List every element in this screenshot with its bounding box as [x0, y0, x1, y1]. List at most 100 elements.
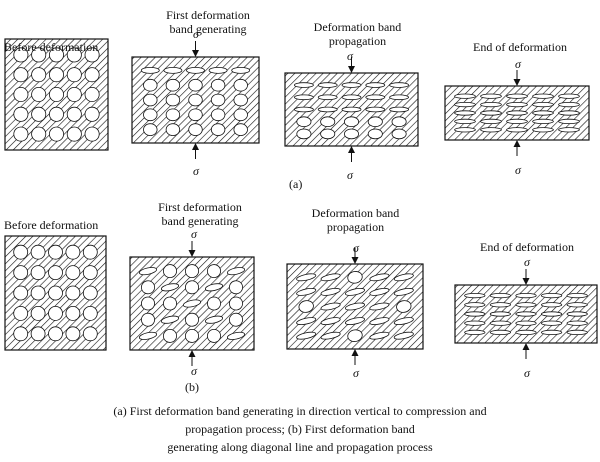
pore-b3	[393, 317, 414, 325]
pore-b4	[515, 320, 537, 326]
pore-a2	[163, 67, 183, 74]
pore-a1	[49, 87, 65, 103]
pore-a3	[296, 116, 312, 127]
pore-a1	[13, 67, 29, 83]
pore-a4	[480, 102, 502, 108]
pore-a1	[31, 47, 47, 63]
pore-a1	[49, 126, 65, 142]
pore-b2	[160, 283, 180, 292]
pore-b2	[185, 264, 199, 279]
pore-a4	[506, 118, 528, 125]
pore-b3	[320, 331, 341, 340]
pore-b4	[515, 329, 537, 335]
pore-b2	[207, 328, 221, 343]
pore-b2	[163, 264, 177, 279]
pore-b1	[13, 244, 29, 260]
pore-a2	[143, 123, 158, 136]
pore-b2	[229, 312, 243, 327]
pore-a1	[49, 106, 65, 122]
pore-a3	[365, 82, 386, 88]
pore-b3	[320, 273, 341, 282]
stage-label-a2: First deformation band generating	[166, 8, 250, 36]
pore-a4	[480, 93, 502, 99]
pore-a3	[293, 82, 314, 88]
pore-a2	[231, 67, 251, 74]
pore-b4	[464, 329, 486, 335]
pore-a4	[454, 102, 476, 108]
pore-b4	[489, 292, 511, 299]
pore-a4	[558, 110, 580, 116]
part-label-b: (b)	[185, 380, 199, 394]
pore-a1	[13, 106, 29, 122]
pore-a2	[210, 123, 226, 136]
pore-b3	[369, 317, 390, 325]
sigma-bottom-b4: σ	[524, 366, 530, 380]
pore-a4	[480, 127, 502, 133]
pore-a4	[532, 93, 554, 99]
pore-a4	[558, 127, 580, 133]
pore-b1	[65, 326, 81, 342]
pore-b1	[65, 265, 81, 281]
pore-b3	[347, 329, 363, 342]
pore-a1	[13, 87, 29, 103]
pore-b3	[393, 273, 414, 282]
pore-a4	[454, 118, 476, 125]
pore-a2	[188, 123, 203, 136]
pore-b2	[207, 296, 221, 311]
pore-a1	[13, 126, 29, 142]
stage-label-b3: Deformation band propagation	[311, 206, 400, 234]
pore-a3	[320, 128, 336, 140]
pore-b3	[393, 331, 414, 340]
pore-b3	[344, 302, 366, 311]
pore-a3	[293, 106, 314, 113]
pore-b1	[82, 244, 98, 260]
pore-a4	[454, 110, 476, 116]
pore-a3	[296, 128, 312, 140]
caption-line-3: generating along diagonal line and propa…	[167, 440, 433, 454]
pore-b2	[226, 267, 246, 276]
pore-a4	[506, 93, 528, 99]
pore-b3	[320, 317, 341, 325]
pore-a4	[506, 102, 528, 108]
stage-label-b2: First deformation band generating	[158, 200, 242, 228]
pore-b4	[566, 302, 588, 308]
sigma-bottom-a2: σ	[193, 164, 199, 178]
pore-a3	[317, 94, 338, 101]
pore-a3	[365, 106, 386, 113]
pore-b4	[489, 311, 511, 317]
pore-b4	[489, 302, 511, 308]
pore-b3	[344, 288, 366, 296]
pore-a4	[454, 127, 476, 133]
pore-b1	[65, 305, 81, 321]
pore-b4	[540, 329, 563, 335]
pore-a2	[188, 78, 203, 92]
pore-a1	[49, 67, 65, 83]
pore-b3	[396, 300, 412, 313]
pore-b2	[185, 280, 199, 295]
pore-b1	[65, 285, 81, 301]
pore-a3	[341, 94, 362, 101]
pore-a3	[389, 106, 410, 113]
pore-b2	[141, 280, 155, 295]
pore-b3	[369, 273, 390, 282]
pore-a3	[293, 94, 314, 101]
sigma-top-a2: σ	[193, 27, 199, 41]
pore-a3	[341, 82, 362, 88]
figure-caption: (a) First deformation band generating in…	[0, 402, 600, 456]
pore-b2	[138, 267, 158, 276]
pore-b3	[393, 288, 414, 296]
pore-a1	[66, 87, 82, 103]
pore-b1	[82, 285, 98, 301]
pore-a2	[210, 78, 226, 92]
pore-a4	[558, 93, 580, 99]
pore-b1	[30, 285, 46, 301]
pore-b4	[540, 311, 563, 317]
pore-a1	[84, 126, 100, 142]
pore-b1	[30, 244, 46, 260]
pore-b3	[369, 331, 390, 340]
pore-b2	[185, 312, 199, 327]
pore-a1	[31, 106, 47, 122]
pore-b4	[540, 302, 563, 308]
pore-b1	[13, 305, 29, 321]
sigma-top-b2: σ	[191, 227, 197, 241]
